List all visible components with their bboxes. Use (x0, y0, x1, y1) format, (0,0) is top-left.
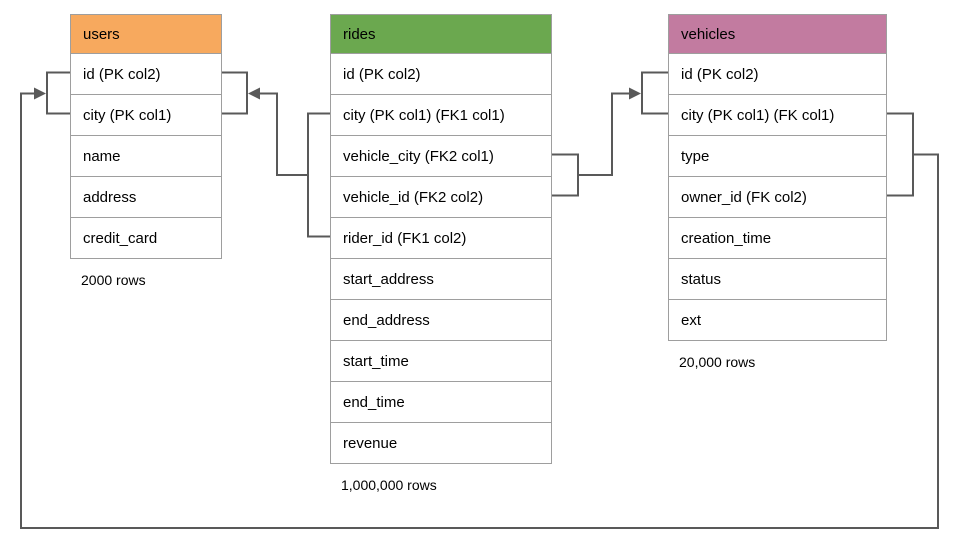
table-column-row: end_time (331, 381, 551, 422)
table-column-row: creation_time (669, 217, 886, 258)
table-users: users id (PK col2) city (PK col1) name a… (70, 14, 222, 288)
table-rides-columns: id (PK col2) city (PK col1) (FK1 col1) v… (331, 53, 551, 463)
table-column-row: start_time (331, 340, 551, 381)
rides-to-users-arrow-icon (248, 87, 260, 100)
table-column-row: start_address (331, 258, 551, 299)
vehicles-row-count-label: 20,000 rows (679, 354, 756, 370)
table-vehicles-columns: id (PK col2) city (PK col1) (FK col1) ty… (669, 53, 886, 340)
table-column-row: vehicle_city (FK2 col1) (331, 135, 551, 176)
table-users-box: users id (PK col2) city (PK col1) name a… (70, 14, 222, 259)
table-vehicles: vehicles id (PK col2) city (PK col1) (FK… (668, 14, 887, 370)
table-column-row: ext (669, 299, 886, 340)
relationship-rides-to-vehicles (552, 71, 668, 197)
table-column-row: id (PK col2) (669, 53, 886, 94)
rides-to-users-link (260, 92, 308, 176)
vehicles-fk-bracket-right (887, 112, 914, 197)
rides-row-count-label: 1,000,000 rows (341, 477, 437, 493)
table-column-row: revenue (331, 422, 551, 463)
relationship-rides-to-users (222, 71, 330, 238)
rides-to-vehicles-link (578, 92, 629, 176)
table-rides: rides id (PK col2) city (PK col1) (FK1 c… (330, 14, 552, 493)
table-column-row: address (71, 176, 221, 217)
table-column-row: type (669, 135, 886, 176)
users-row-count-label: 2000 rows (81, 272, 146, 288)
table-column-row: status (669, 258, 886, 299)
table-column-row: name (71, 135, 221, 176)
table-column-row: credit_card (71, 217, 221, 258)
rides-to-vehicles-arrow-icon (629, 87, 641, 100)
table-column-row: city (PK col1) (71, 94, 221, 135)
table-column-row: id (PK col2) (331, 53, 551, 94)
table-column-row: end_address (331, 299, 551, 340)
vehicles-to-users-arrow-icon (34, 87, 46, 100)
table-rides-header: rides (331, 15, 551, 53)
table-rides-box: rides id (PK col2) city (PK col1) (FK1 c… (330, 14, 552, 464)
table-users-columns: id (PK col2) city (PK col1) name address… (71, 53, 221, 258)
users-pk-bracket-left (46, 71, 70, 115)
users-pk-bracket-right (222, 71, 248, 115)
table-column-row: city (PK col1) (FK1 col1) (331, 94, 551, 135)
table-column-row: rider_id (FK1 col2) (331, 217, 551, 258)
rides-fk2-bracket-right (552, 153, 579, 197)
vehicles-pk-bracket-left (641, 71, 668, 115)
table-vehicles-header: vehicles (669, 15, 886, 53)
table-column-row: city (PK col1) (FK col1) (669, 94, 886, 135)
table-vehicles-box: vehicles id (PK col2) city (PK col1) (FK… (668, 14, 887, 341)
rides-fk1-bracket-left (307, 112, 330, 238)
table-column-row: vehicle_id (FK2 col2) (331, 176, 551, 217)
table-column-row: owner_id (FK col2) (669, 176, 886, 217)
table-column-row: id (PK col2) (71, 53, 221, 94)
table-users-header: users (71, 15, 221, 53)
